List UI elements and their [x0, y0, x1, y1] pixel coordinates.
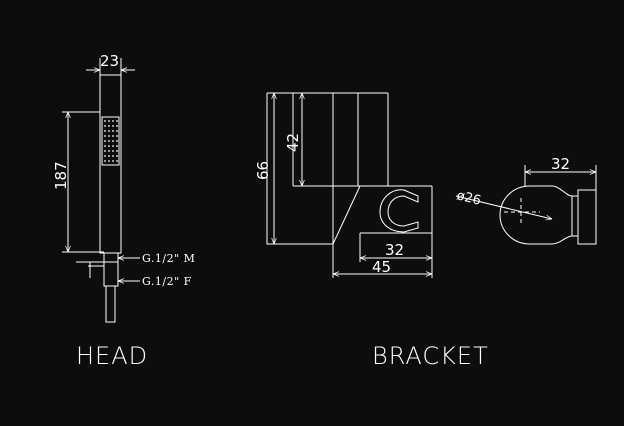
bracket-caption: BRACKET: [372, 342, 489, 370]
head-body: [99, 74, 122, 254]
bracket-height-inner-label: 42: [284, 133, 302, 152]
head-caption: HEAD: [76, 342, 149, 370]
bracket-holder-cutout: [379, 189, 419, 233]
head-width-dimension: [86, 58, 135, 75]
bracket-side-view: [266, 92, 433, 278]
head-view: [99, 74, 122, 323]
bracket-depth-outer-label: 45: [372, 258, 391, 276]
bracket-depth-inner-label: 32: [385, 241, 404, 259]
head-height-label: 187: [52, 161, 70, 190]
bracket-diameter-label: ø26: [455, 188, 482, 208]
head-pin: [105, 285, 116, 323]
bracket-diameter-leader: [455, 195, 552, 219]
head-spray-face: [101, 116, 120, 166]
bracket-top-width-dimension: [524, 165, 597, 190]
head-height-dimension: [62, 111, 104, 253]
thread-female-label: G.1/2" F: [142, 275, 192, 288]
head-width-label: 23: [100, 52, 119, 70]
head-thread-leaders: [76, 258, 140, 281]
bracket-top-width-label: 32: [551, 155, 570, 173]
head-nozzle-dots: [104, 120, 118, 162]
bracket-height-outer-label: 66: [254, 161, 272, 180]
head-connector: [103, 252, 119, 287]
bracket-top-view: [499, 185, 597, 245]
bracket-depth-dimensions: [333, 233, 432, 274]
thread-male-label: G.1/2" M: [142, 252, 195, 265]
